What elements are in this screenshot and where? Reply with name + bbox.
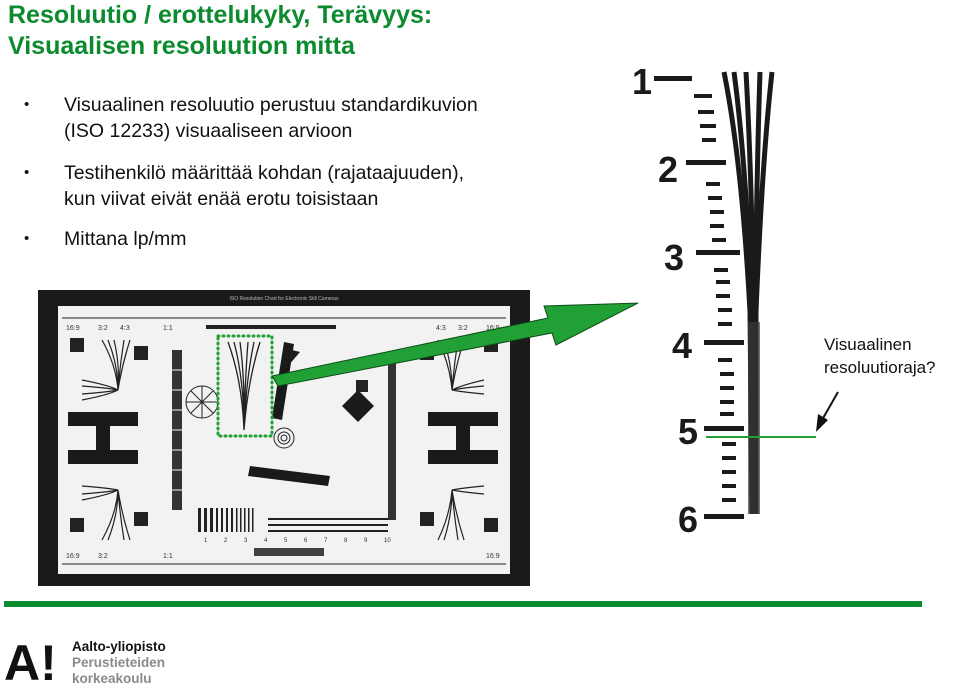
bullet-item: • Visuaalinen resoluutio perustuu standa… xyxy=(24,92,584,144)
callout-line2: resoluutioraja? xyxy=(824,358,936,377)
logo-line2: Perustieteiden xyxy=(72,655,166,670)
chart-aspect-label: 16:9 xyxy=(66,325,80,332)
chart-aspect-label: 3:2 xyxy=(98,325,108,332)
chart-aspect-label: 1:1 xyxy=(163,325,173,332)
chart-aspect-label: 3:2 xyxy=(458,325,468,332)
bullet-text-line1: Mittana lp/mm xyxy=(64,228,187,250)
chart-number: 7 xyxy=(324,538,328,544)
bullet-text-line2: (ISO 12233) visuaaliseen arvioon xyxy=(64,120,353,142)
chart-aspect-label: 16:9 xyxy=(66,553,80,560)
bullet-text-line1: Visuaalinen resoluutio perustuu standard… xyxy=(64,94,478,116)
chart-number: 2 xyxy=(224,538,228,544)
iso-12233-chart-image: ISO Resolution Chart for Electronic Stil… xyxy=(38,290,530,586)
chart-number: 6 xyxy=(304,538,308,544)
chart-aspect-label: 1:1 xyxy=(163,553,173,560)
chart-number: 9 xyxy=(364,538,368,544)
slide-title-line1: Resoluutio / erottelukyky, Terävyys: xyxy=(8,1,433,29)
chart-number: 10 xyxy=(384,538,391,544)
chart-caption: ISO Resolution Chart for Electronic Stil… xyxy=(230,296,339,302)
logo-line1: Aalto-yliopisto xyxy=(72,639,166,654)
resolution-scale-image: 1 2 3 4 5 6 xyxy=(632,62,782,540)
resolution-limit-callout: Visuaalinen resoluutioraja? xyxy=(824,333,936,379)
bullet-item: • Testihenkilö määrittää kohdan (rajataa… xyxy=(24,160,584,212)
scale-number: 3 xyxy=(664,237,684,278)
chart-aspect-label: 16:9 xyxy=(486,325,500,332)
chart-aspect-label: 4:3 xyxy=(120,325,130,332)
chart-number: 5 xyxy=(284,538,288,544)
callout-line1: Visuaalinen xyxy=(824,335,912,354)
footer-divider xyxy=(4,601,922,607)
chart-number: 3 xyxy=(244,538,248,544)
logo-text: Aalto-yliopisto Perustieteiden korkeakou… xyxy=(72,639,166,687)
chart-aspect-label: 16:9 xyxy=(486,553,500,560)
bullet-dot: • xyxy=(24,164,30,181)
chart-aspect-label: 3:2 xyxy=(98,553,108,560)
aalto-logo-icon: A! xyxy=(4,636,57,684)
scale-number: 6 xyxy=(678,499,698,540)
slide-title-line2: Visuaalisen resoluution mitta xyxy=(8,32,355,60)
pointer-arrow-icon xyxy=(816,391,839,432)
chart-number: 4 xyxy=(264,538,268,544)
bullet-item: • Mittana lp/mm xyxy=(24,226,584,252)
bullet-dot: • xyxy=(24,96,30,113)
scale-number: 2 xyxy=(658,149,678,190)
logo-mark: A! xyxy=(4,636,57,684)
slide-title: Resoluutio / erottelukyky, Terävyys: Vis… xyxy=(8,0,432,62)
chart-number: 8 xyxy=(344,538,348,544)
chart-aspect-label: 4:3 xyxy=(436,325,446,332)
bullet-text-line2: kun viivat eivät enää erotu toisistaan xyxy=(64,188,379,210)
scale-number: 1 xyxy=(632,62,652,102)
chart-number: 1 xyxy=(204,538,208,544)
scale-number: 5 xyxy=(678,411,698,452)
bullet-dot: • xyxy=(24,230,30,247)
bullet-text-line1: Testihenkilö määrittää kohdan (rajataaju… xyxy=(64,162,464,184)
logo-line3: korkeakoulu xyxy=(72,671,152,686)
scale-number: 4 xyxy=(672,325,692,366)
